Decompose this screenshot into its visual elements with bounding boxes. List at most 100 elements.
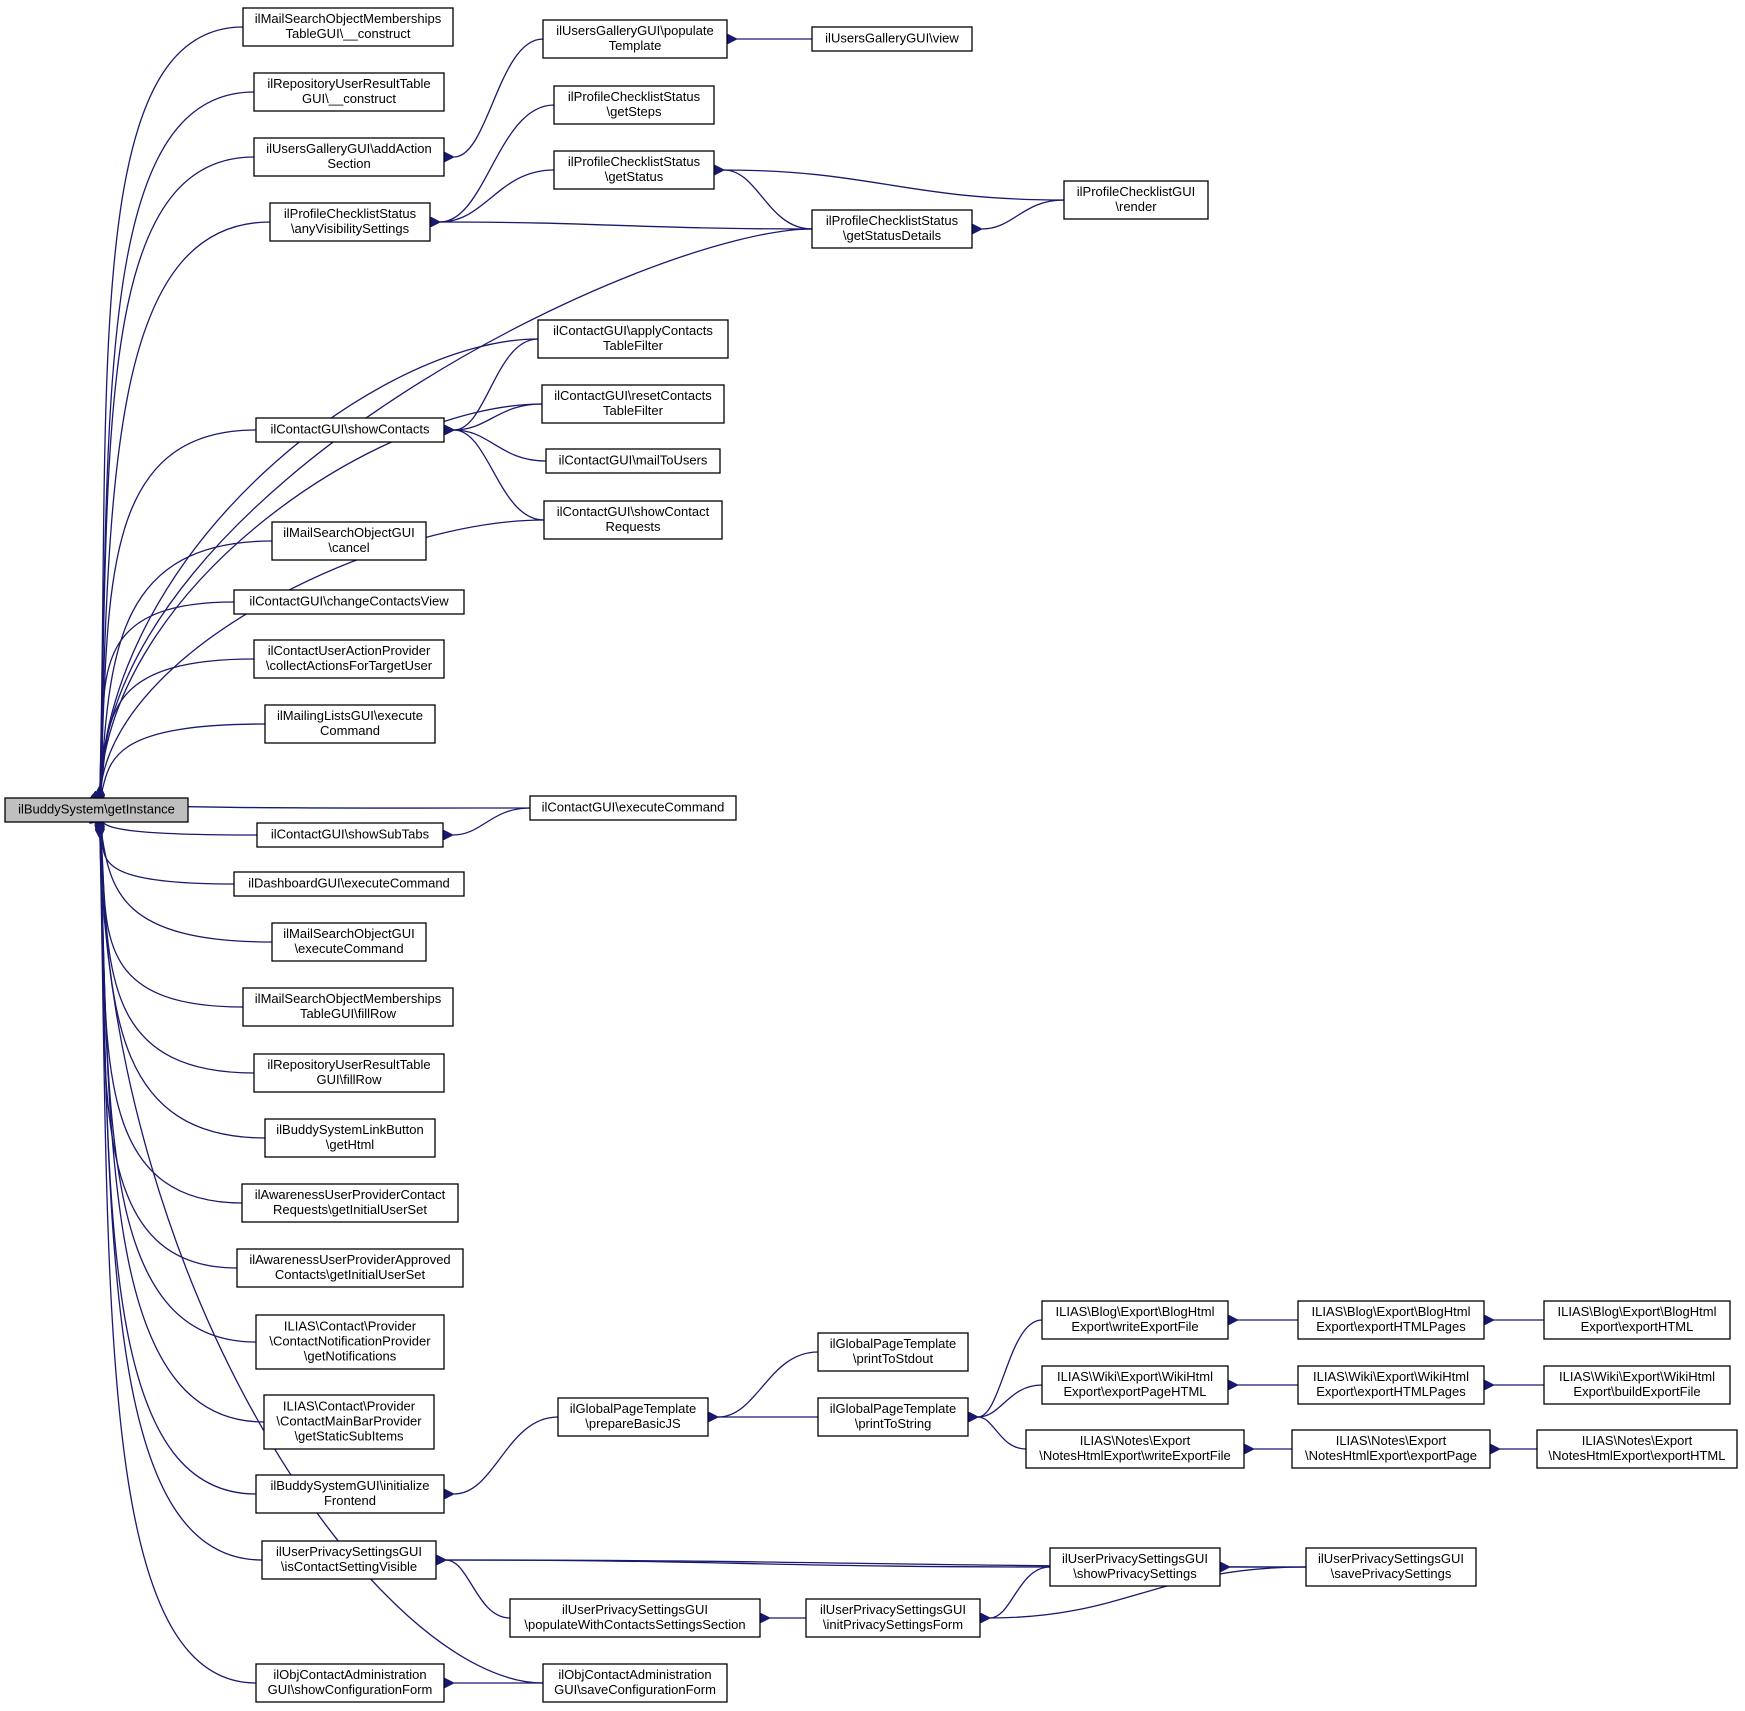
- node-n19[interactable]: ILIAS\Contact\Provider\ContactMainBarPro…: [263, 1394, 435, 1450]
- node-label: ilMailSearchObjectMemberships: [255, 11, 442, 26]
- node-label: \getStatusDetails: [843, 228, 942, 243]
- node-n48[interactable]: ILIAS\Blog\Export\BlogHtmlExport\exportH…: [1543, 1300, 1731, 1340]
- node-box: [233, 589, 465, 615]
- node-label: \isContactSettingVisible: [281, 1559, 417, 1574]
- node-n49[interactable]: ILIAS\Wiki\Export\WikiHtmlExport\buildEx…: [1543, 1365, 1731, 1405]
- node-n1[interactable]: ilMailSearchObjectMembershipsTableGUI\__…: [242, 7, 454, 47]
- node-label: ilAwarenessUserProviderApproved: [249, 1252, 450, 1267]
- node-n21[interactable]: ilUserPrivacySettingsGUI\isContactSettin…: [261, 1540, 437, 1580]
- node-n47[interactable]: ilUserPrivacySettingsGUI\savePrivacySett…: [1305, 1547, 1477, 1587]
- node-box: [255, 417, 445, 443]
- node-n15[interactable]: ilBuddySystemLinkButton\getHtml: [264, 1118, 436, 1158]
- edge-n47-to-n38: [990, 1566, 1307, 1618]
- edge-n30-to-n10: [453, 807, 531, 835]
- node-label: Command: [320, 723, 380, 738]
- node-label: \collectActionsForTargetUser: [266, 658, 433, 673]
- node-label: Export\exportHTML: [1581, 1319, 1694, 1334]
- edge-n39-to-n35: [982, 199, 1065, 229]
- node-n37[interactable]: ilGlobalPageTemplate\printToString: [817, 1397, 969, 1437]
- node-n46[interactable]: ILIAS\Notes\Export\NotesHtmlExport\expor…: [1291, 1429, 1491, 1469]
- node-n50[interactable]: ILIAS\Notes\Export\NotesHtmlExport\expor…: [1536, 1429, 1738, 1469]
- node-n25[interactable]: ilProfileChecklistStatus\getStatus: [553, 150, 715, 190]
- node-label: ilContactGUI\showSubTabs: [271, 827, 430, 842]
- node-label: \getStaticSubItems: [294, 1429, 404, 1444]
- node-n8[interactable]: ilContactUserActionProvider\collectActio…: [253, 639, 445, 679]
- node-label: ilContactUserActionProvider: [268, 643, 431, 658]
- node-box: [509, 1598, 761, 1638]
- node-box: [253, 137, 445, 177]
- node-n45[interactable]: ILIAS\Wiki\Export\WikiHtmlExport\exportH…: [1297, 1365, 1485, 1405]
- node-n42[interactable]: ILIAS\Notes\Export\NotesHtmlExport\write…: [1025, 1429, 1245, 1469]
- node-n22[interactable]: ilObjContactAdministrationGUI\showConfig…: [255, 1663, 445, 1703]
- node-box: [1536, 1429, 1738, 1469]
- node-n6[interactable]: ilMailSearchObjectGUI\cancel: [271, 521, 427, 561]
- node-box: [811, 26, 973, 52]
- node-label: ilProfileChecklistStatus: [826, 213, 959, 228]
- node-label: GUI\fillRow: [316, 1072, 382, 1087]
- node-n24[interactable]: ilProfileChecklistStatus\getSteps: [553, 85, 715, 125]
- node-box: [253, 639, 445, 679]
- node-label: ILIAS\Blog\Export\BlogHtml: [1312, 1304, 1471, 1319]
- node-n35[interactable]: ilProfileChecklistStatus\getStatusDetail…: [811, 209, 973, 249]
- node-n43[interactable]: ilUserPrivacySettingsGUI\showPrivacySett…: [1049, 1547, 1221, 1587]
- node-n16[interactable]: ilAwarenessUserProviderContactRequests\g…: [241, 1183, 459, 1223]
- node-label: \prepareBasicJS: [585, 1416, 681, 1431]
- node-n30[interactable]: ilContactGUI\executeCommand: [529, 795, 737, 821]
- node-box: [537, 319, 729, 359]
- node-n18[interactable]: ILIAS\Contact\Provider\ContactNotificati…: [255, 1314, 445, 1370]
- node-n4[interactable]: ilProfileChecklistStatus\anyVisibilitySe…: [269, 202, 431, 242]
- node-label: \getHtml: [326, 1137, 375, 1152]
- node-n41[interactable]: ILIAS\Wiki\Export\WikiHtmlExport\exportP…: [1041, 1365, 1229, 1405]
- node-n31[interactable]: ilGlobalPageTemplate\prepareBasicJS: [557, 1397, 709, 1437]
- node-label: \populateWithContactsSettingsSection: [524, 1617, 745, 1632]
- node-label: \showPrivacySettings: [1073, 1566, 1197, 1581]
- node-n34[interactable]: ilUsersGalleryGUI\view: [811, 26, 973, 52]
- node-n33[interactable]: ilObjContactAdministrationGUI\saveConfig…: [542, 1663, 728, 1703]
- edge-n35-to-n4: [440, 222, 813, 230]
- edge-n16-to-root: [100, 829, 243, 1204]
- node-n28[interactable]: ilContactGUI\mailToUsers: [545, 448, 721, 474]
- node-n38[interactable]: ilUserPrivacySettingsGUI\initPrivacySett…: [805, 1598, 981, 1638]
- node-label: ILIAS\Notes\Export: [1080, 1433, 1191, 1448]
- edge-n26-to-root: [100, 338, 539, 792]
- edge-n28-to-n5: [454, 430, 547, 462]
- node-n36[interactable]: ilGlobalPageTemplate\printToStdout: [817, 1332, 969, 1372]
- edge-n26-to-n5: [454, 338, 539, 430]
- node-label: \ContactNotificationProvider: [269, 1334, 431, 1349]
- edge-n12-to-root: [100, 824, 273, 943]
- edge-n31-to-n20: [454, 1416, 559, 1494]
- node-n9[interactable]: ilMailingListsGUI\executeCommand: [264, 704, 436, 744]
- edge-n25-to-n4: [440, 169, 555, 222]
- node-n17[interactable]: ilAwarenessUserProviderApprovedContacts\…: [236, 1248, 464, 1288]
- node-n13[interactable]: ilMailSearchObjectMembershipsTableGUI\fi…: [242, 987, 454, 1027]
- node-n32[interactable]: ilUserPrivacySettingsGUI\populateWithCon…: [509, 1598, 761, 1638]
- node-label: \NotesHtmlExport\writeExportFile: [1039, 1448, 1230, 1463]
- node-label: Section: [327, 156, 370, 171]
- node-label: ilContactGUI\applyContacts: [553, 323, 713, 338]
- node-n11[interactable]: ilDashboardGUI\executeCommand: [233, 871, 465, 897]
- node-label: ilContactGUI\showContacts: [271, 422, 430, 437]
- node-root[interactable]: ilBuddySystem\getInstance: [4, 797, 189, 823]
- node-n7[interactable]: ilContactGUI\changeContactsView: [233, 589, 465, 615]
- node-label: ILIAS\Blog\Export\BlogHtml: [1056, 1304, 1215, 1319]
- node-n5[interactable]: ilContactGUI\showContacts: [255, 417, 445, 443]
- node-box: [553, 150, 715, 190]
- node-box: [557, 1397, 709, 1437]
- node-n40[interactable]: ILIAS\Blog\Export\BlogHtmlExport\writeEx…: [1041, 1300, 1229, 1340]
- node-n2[interactable]: ilRepositoryUserResultTableGUI\__constru…: [253, 72, 445, 112]
- node-n10[interactable]: ilContactGUI\showSubTabs: [256, 822, 444, 848]
- node-label: ILIAS\Contact\Provider: [284, 1319, 417, 1334]
- edge-n27-to-root: [100, 403, 543, 793]
- node-n44[interactable]: ILIAS\Blog\Export\BlogHtmlExport\exportH…: [1297, 1300, 1485, 1340]
- node-n39[interactable]: ilProfileChecklistGUI\render: [1063, 180, 1209, 220]
- edge-n13-to-root: [100, 825, 244, 1008]
- node-n12[interactable]: ilMailSearchObjectGUI\executeCommand: [271, 922, 427, 962]
